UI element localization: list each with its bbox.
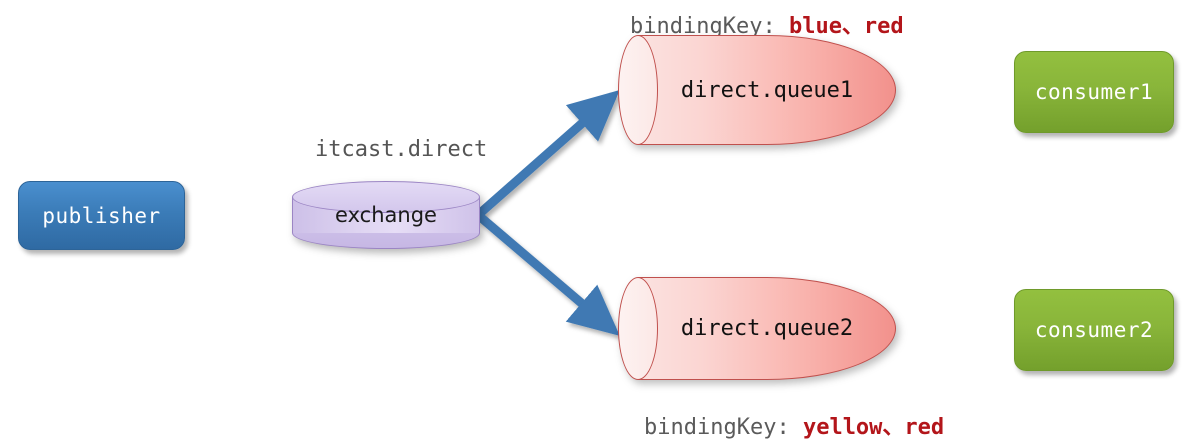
node-exchange-label: exchange — [335, 203, 437, 227]
node-consumer1-label: consumer1 — [1034, 80, 1154, 104]
node-queue1[interactable]: direct.queue1 — [618, 35, 896, 145]
queue2-cylinder-body — [638, 277, 896, 380]
exchange-name-caption: itcast.direct — [315, 137, 488, 162]
node-exchange[interactable]: exchange — [292, 181, 480, 249]
node-queue1-label: direct.queue1 — [680, 77, 854, 103]
node-consumer1[interactable]: consumer1 — [1014, 51, 1174, 133]
binding-key-queue2: bindingKey: yellow、red — [644, 409, 944, 441]
binding-key-queue2-prefix: bindingKey: — [644, 415, 790, 440]
node-publisher[interactable]: publisher — [18, 181, 185, 250]
binding-key-queue2-keys: yellow、red — [802, 415, 945, 440]
queue1-cylinder-body — [638, 35, 896, 145]
binding-key-queue1-keys: blue、red — [788, 14, 904, 39]
queue2-cylinder-cap — [618, 277, 658, 380]
arrow-exchange-to-queue1 — [475, 90, 620, 219]
node-consumer2[interactable]: consumer2 — [1014, 289, 1174, 371]
node-queue2-label: direct.queue2 — [680, 316, 854, 341]
arrow-exchange-to-queue2 — [475, 211, 620, 336]
node-queue2[interactable]: direct.queue2 — [618, 277, 896, 380]
exchange-cylinder-top — [292, 181, 480, 213]
queue1-cylinder-cap — [618, 35, 658, 145]
node-consumer2-label: consumer2 — [1034, 318, 1154, 342]
node-publisher-label: publisher — [42, 203, 161, 228]
